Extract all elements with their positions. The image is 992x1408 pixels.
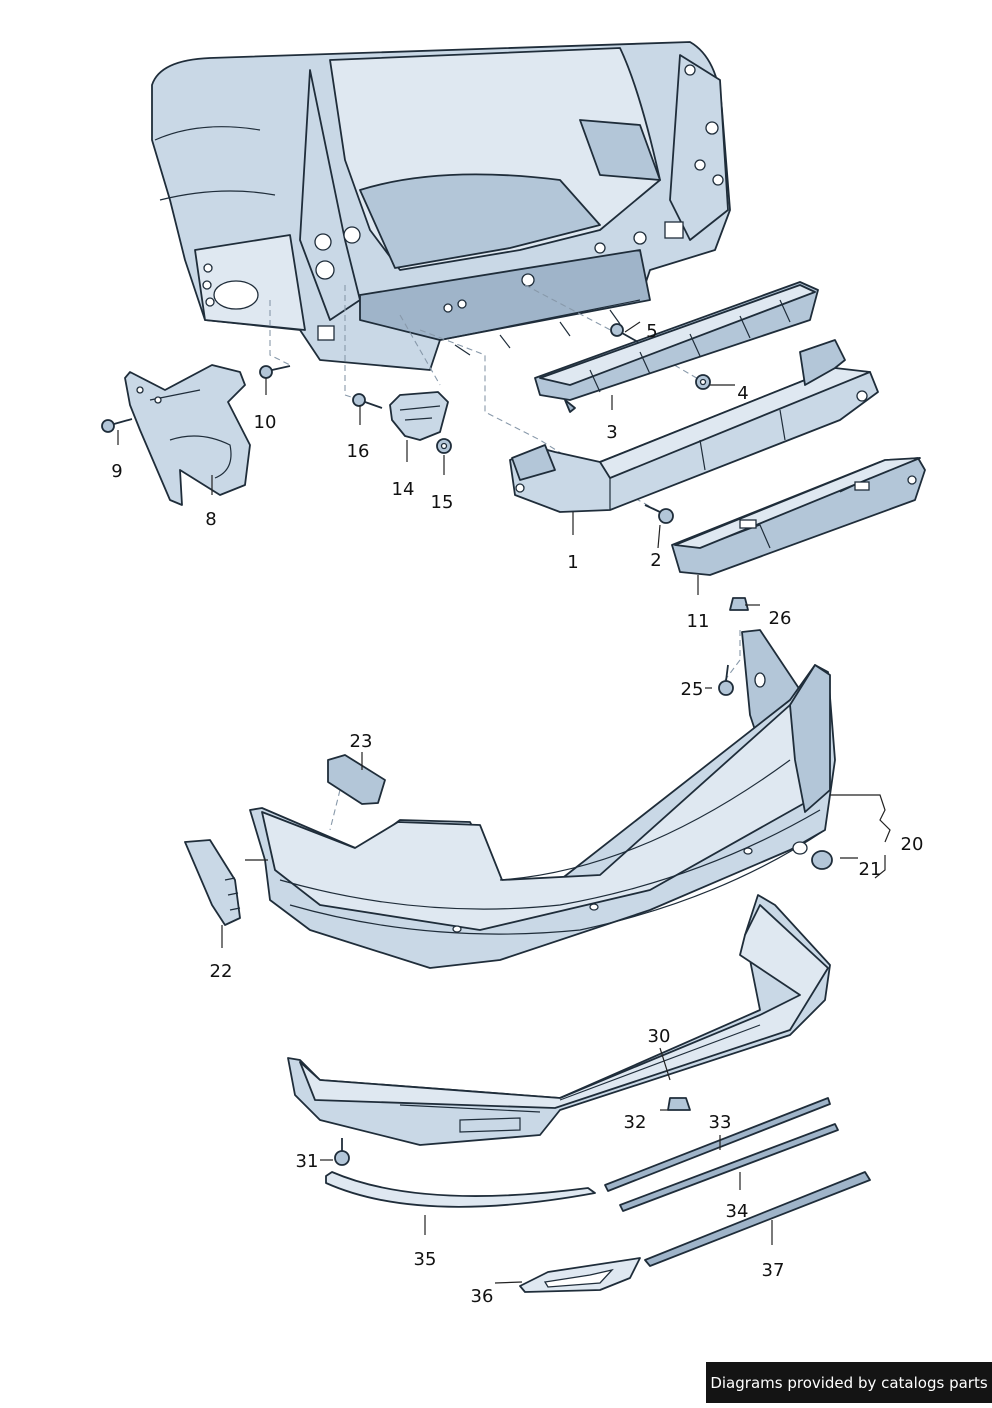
part-16-screw (352, 393, 383, 409)
callout-numbers: 1 2 3 4 5 8 9 10 11 14 15 16 20 21 22 23… (111, 321, 923, 1307)
callout-5: 5 (646, 321, 657, 342)
callout-33: 33 (709, 1112, 732, 1133)
callout-32: 32 (624, 1112, 647, 1133)
callout-2: 2 (650, 550, 661, 571)
part-25-screw (718, 664, 734, 696)
callout-37: 37 (762, 1260, 785, 1281)
callout-4: 4 (737, 383, 748, 404)
callout-30: 30 (648, 1026, 671, 1047)
leader-lines (117, 321, 891, 1284)
part-1-bumper-carrier (509, 339, 879, 513)
trim-strips (325, 1097, 871, 1293)
callout-35: 35 (414, 1249, 437, 1270)
callout-15: 15 (431, 492, 454, 513)
callout-3: 3 (606, 422, 617, 443)
part-4-nut (695, 374, 711, 390)
part-20-bumper-cover (249, 664, 836, 969)
part-21-cap (811, 850, 833, 870)
callout-22: 22 (210, 961, 233, 982)
callout-36: 36 (471, 1286, 494, 1307)
callout-34: 34 (726, 1201, 749, 1222)
part-32-clip (667, 1097, 691, 1111)
part-11-lower-absorber (671, 457, 926, 576)
callout-14: 14 (392, 479, 415, 500)
callout-26: 26 (769, 608, 792, 629)
part-15-nut (436, 438, 452, 454)
part-5-screw (610, 323, 639, 343)
callout-20: 20 (901, 834, 924, 855)
part-35-trim (325, 1171, 596, 1208)
callout-9: 9 (111, 461, 122, 482)
callout-10: 10 (254, 412, 277, 433)
part-22-side-strip (184, 839, 241, 926)
callout-25: 25 (681, 679, 704, 700)
part-8-side-bracket (124, 364, 251, 506)
callout-11: 11 (687, 611, 710, 632)
part-10-screw (259, 365, 291, 379)
callout-23: 23 (350, 731, 373, 752)
part-26-clip (729, 597, 749, 611)
part-14-bracket (389, 391, 449, 441)
part-23-plate (327, 754, 386, 805)
part-30-diffuser (287, 894, 831, 1146)
callout-21: 21 (859, 859, 882, 880)
part-3-upper-absorber (534, 281, 819, 413)
part-31-screw (334, 1138, 350, 1166)
part-36-trim (519, 1257, 641, 1293)
callout-1: 1 (567, 552, 578, 573)
vehicle-rear-body (151, 41, 731, 371)
callout-8: 8 (205, 509, 216, 530)
part-33-trim (604, 1097, 831, 1192)
part-37-trim (644, 1171, 871, 1267)
part-9-screw (101, 418, 133, 433)
callout-31: 31 (296, 1151, 319, 1172)
part-2-screw (644, 504, 674, 524)
part-34-trim (619, 1123, 839, 1212)
callout-16: 16 (347, 441, 370, 462)
credit-banner: Diagrams provided by catalogs parts (706, 1362, 992, 1403)
fasteners (101, 323, 833, 1166)
